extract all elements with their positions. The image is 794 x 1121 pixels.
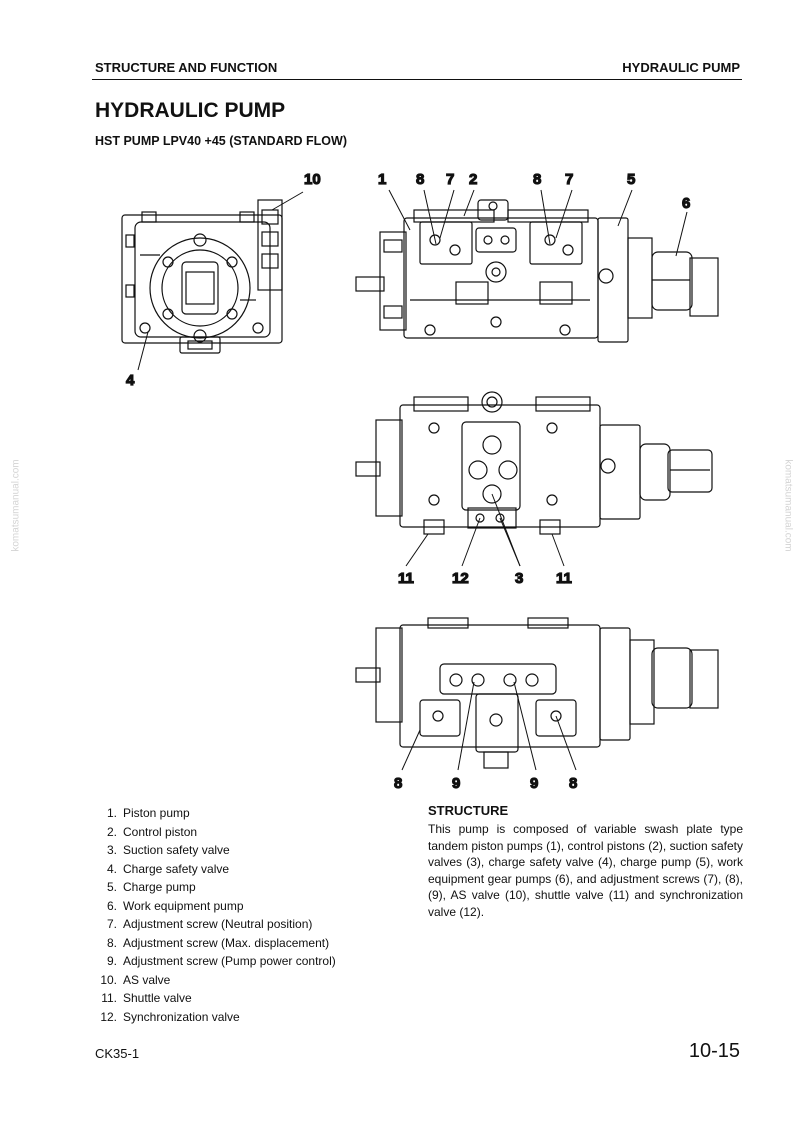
parts-list: 1.Piston pump 2.Control piston 3.Suction… (95, 804, 385, 1026)
leader-lines (137, 189, 688, 771)
callout-6: 6 (682, 195, 690, 212)
callout-8-top-right: 8 (533, 171, 541, 188)
header-topic: HYDRAULIC PUMP (622, 60, 740, 75)
callout-11-left: 11 (398, 570, 414, 587)
list-item: 1.Piston pump (106, 806, 190, 820)
structure-body: This pump is composed of variable swash … (428, 822, 743, 919)
header-rule (92, 79, 742, 80)
list-item: 4.Charge safety valve (106, 861, 230, 876)
callout-8-top-left: 8 (416, 171, 424, 188)
pump-bottom-view (355, 617, 719, 769)
callout-1: 1 (378, 171, 386, 188)
list-item: 2.Control piston (106, 824, 198, 839)
list-item: 5.Charge pump (106, 880, 196, 894)
pump-end-view (121, 199, 283, 354)
callout-2: 2 (469, 171, 477, 188)
callout-7-top-right: 7 (565, 171, 573, 188)
list-item: 12.Synchronization valve (100, 1009, 240, 1024)
list-item: 6.Work equipment pump (106, 898, 244, 913)
callout-8-bottom-left: 8 (394, 775, 402, 792)
list-item: 9.Adjustment screw (Pump power control) (106, 954, 336, 968)
list-item: 8.Adjustment screw (Max. displacement) (106, 935, 330, 950)
structure-heading: STRUCTURE (428, 803, 509, 818)
callout-9-left: 9 (452, 775, 460, 792)
list-item: 7.Adjustment screw (Neutral position) (106, 917, 313, 931)
list-item: 3.Suction safety valve (106, 843, 230, 857)
list-item: 11.Shuttle valve (101, 991, 192, 1005)
footer-model: CK35-1 (95, 1046, 140, 1061)
list-item: 10.AS valve (100, 972, 171, 987)
page-subtitle: HST PUMP LPV40 +45 (STANDARD FLOW) (95, 134, 347, 148)
callout-5: 5 (627, 171, 635, 188)
callout-3: 3 (515, 570, 523, 587)
callout-8-bottom-right: 8 (569, 775, 577, 792)
pump-front-view (355, 391, 713, 535)
callout-12: 12 (452, 570, 469, 587)
callout-7-top-left: 7 (446, 171, 454, 188)
pump-drawings: 10 1 8 7 2 8 7 5 6 4 11 12 3 11 8 9 9 8 (121, 170, 719, 793)
callout-9-right: 9 (530, 775, 538, 792)
callout-10: 10 (304, 171, 321, 188)
page-title: HYDRAULIC PUMP (95, 99, 286, 122)
pump-top-view (355, 199, 719, 343)
callout-4: 4 (126, 372, 135, 389)
header-section: STRUCTURE AND FUNCTION (95, 60, 278, 75)
callout-11-right: 11 (556, 570, 572, 587)
page-number: 10-15 (688, 1040, 740, 1062)
